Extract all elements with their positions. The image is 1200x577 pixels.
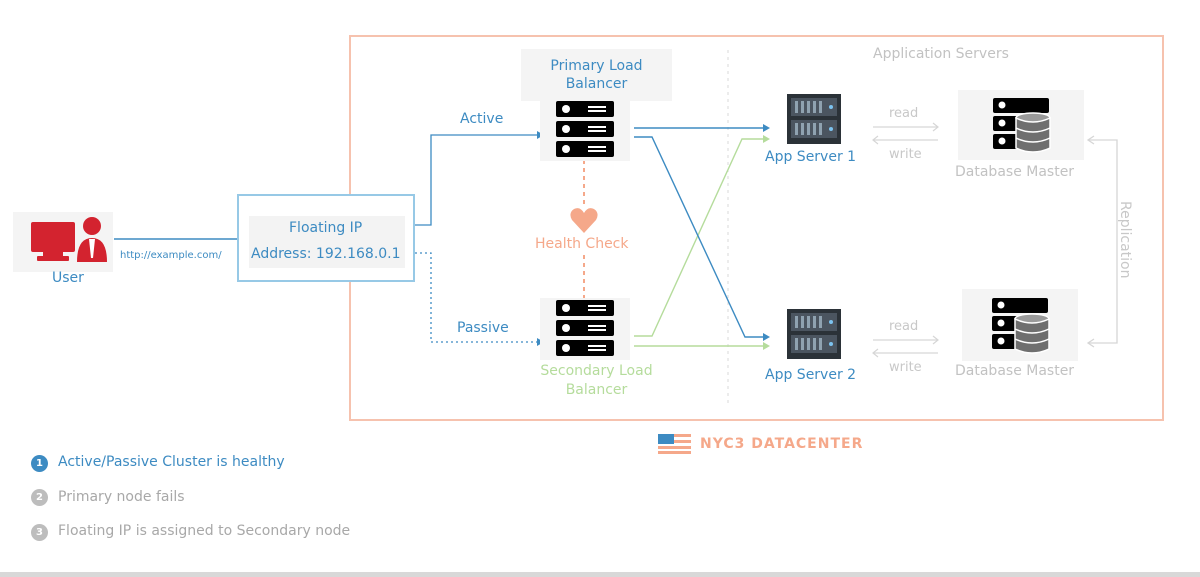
db-master-1-label: Database Master [955,164,1075,180]
legend-step-3-text: Floating IP is assigned to Secondary nod… [58,523,351,539]
primary-lb-label-text: Primary Load Balancer [550,58,643,92]
legend-step-2-badge: 2 [31,489,48,506]
user-icon [31,217,107,262]
passive-label: Passive [457,320,509,336]
legend-step-3-badge: 3 [31,524,48,541]
footer-bar [0,572,1200,577]
primary-lb-label-bg [521,49,672,101]
primary-to-app2-line [634,136,765,338]
primary-lb-server-icon [556,101,614,157]
active-label: Active [460,111,504,127]
primary-app2-arrowhead [763,333,770,341]
floating-ip-address: Address: 192.168.0.1 [251,246,401,262]
secondary-lb-label: Secondary Load Balancer [521,362,672,400]
write-label-2: write [889,360,922,375]
replication-bracket [1086,135,1118,348]
floating-ip-panel [249,216,405,268]
db-master-2-icon [992,298,1050,354]
rw-arrows-1 [872,122,939,145]
app-server-2-label: App Server 2 [765,367,857,383]
legend-step-2-text: Primary node fails [58,489,185,505]
passive-path-line [415,252,537,343]
secondary-app2-arrowhead [763,342,770,350]
primary-lb-label: Primary Load Balancer [521,57,672,93]
user-label: User [52,270,84,286]
db-master-2-tile [962,289,1078,361]
secondary-to-app1-line [634,138,765,337]
health-check-label: Health Check [535,236,629,252]
app-server-1-tile [770,88,858,150]
legend-step-1-text: Active/Passive Cluster is healthy [58,454,285,470]
legend-step-1-badge: 1 [31,455,48,472]
secondary-lb-tile [540,298,630,360]
write-label-1: write [889,147,922,162]
app-server-1-label: App Server 1 [765,149,857,165]
secondary-lb-label-text: Secondary Load Balancer [540,363,653,398]
app-servers-title: Application Servers [873,46,1009,62]
app-server-2-icon [787,309,841,359]
primary-lb-tile [540,101,630,161]
us-flag-icon [658,434,691,454]
replication-label: Replication [1117,201,1133,279]
secondary-app1-arrowhead [763,135,770,143]
active-path-line [415,134,537,226]
read-label-1: read [889,106,919,121]
primary-app1-arrowhead [763,124,770,132]
user-tile [13,212,113,272]
user-url-link[interactable]: http://example.com/ [120,250,222,261]
health-heart-icon [570,208,598,233]
floating-ip-title: Floating IP [289,220,363,236]
secondary-lb-server-icon [556,300,614,356]
db-master-1-tile [958,90,1084,160]
app-server-1-icon [787,94,841,144]
app-server-2-tile [770,303,858,365]
rw-arrows-2 [872,335,939,358]
datacenter-label: NYC3 DATACENTER [700,436,864,452]
db-master-2-label: Database Master [955,363,1075,379]
db-master-1-icon [993,98,1051,153]
floating-ip-box: Floating IP Address: 192.168.0.1 [237,194,415,282]
read-label-2: read [889,319,919,334]
